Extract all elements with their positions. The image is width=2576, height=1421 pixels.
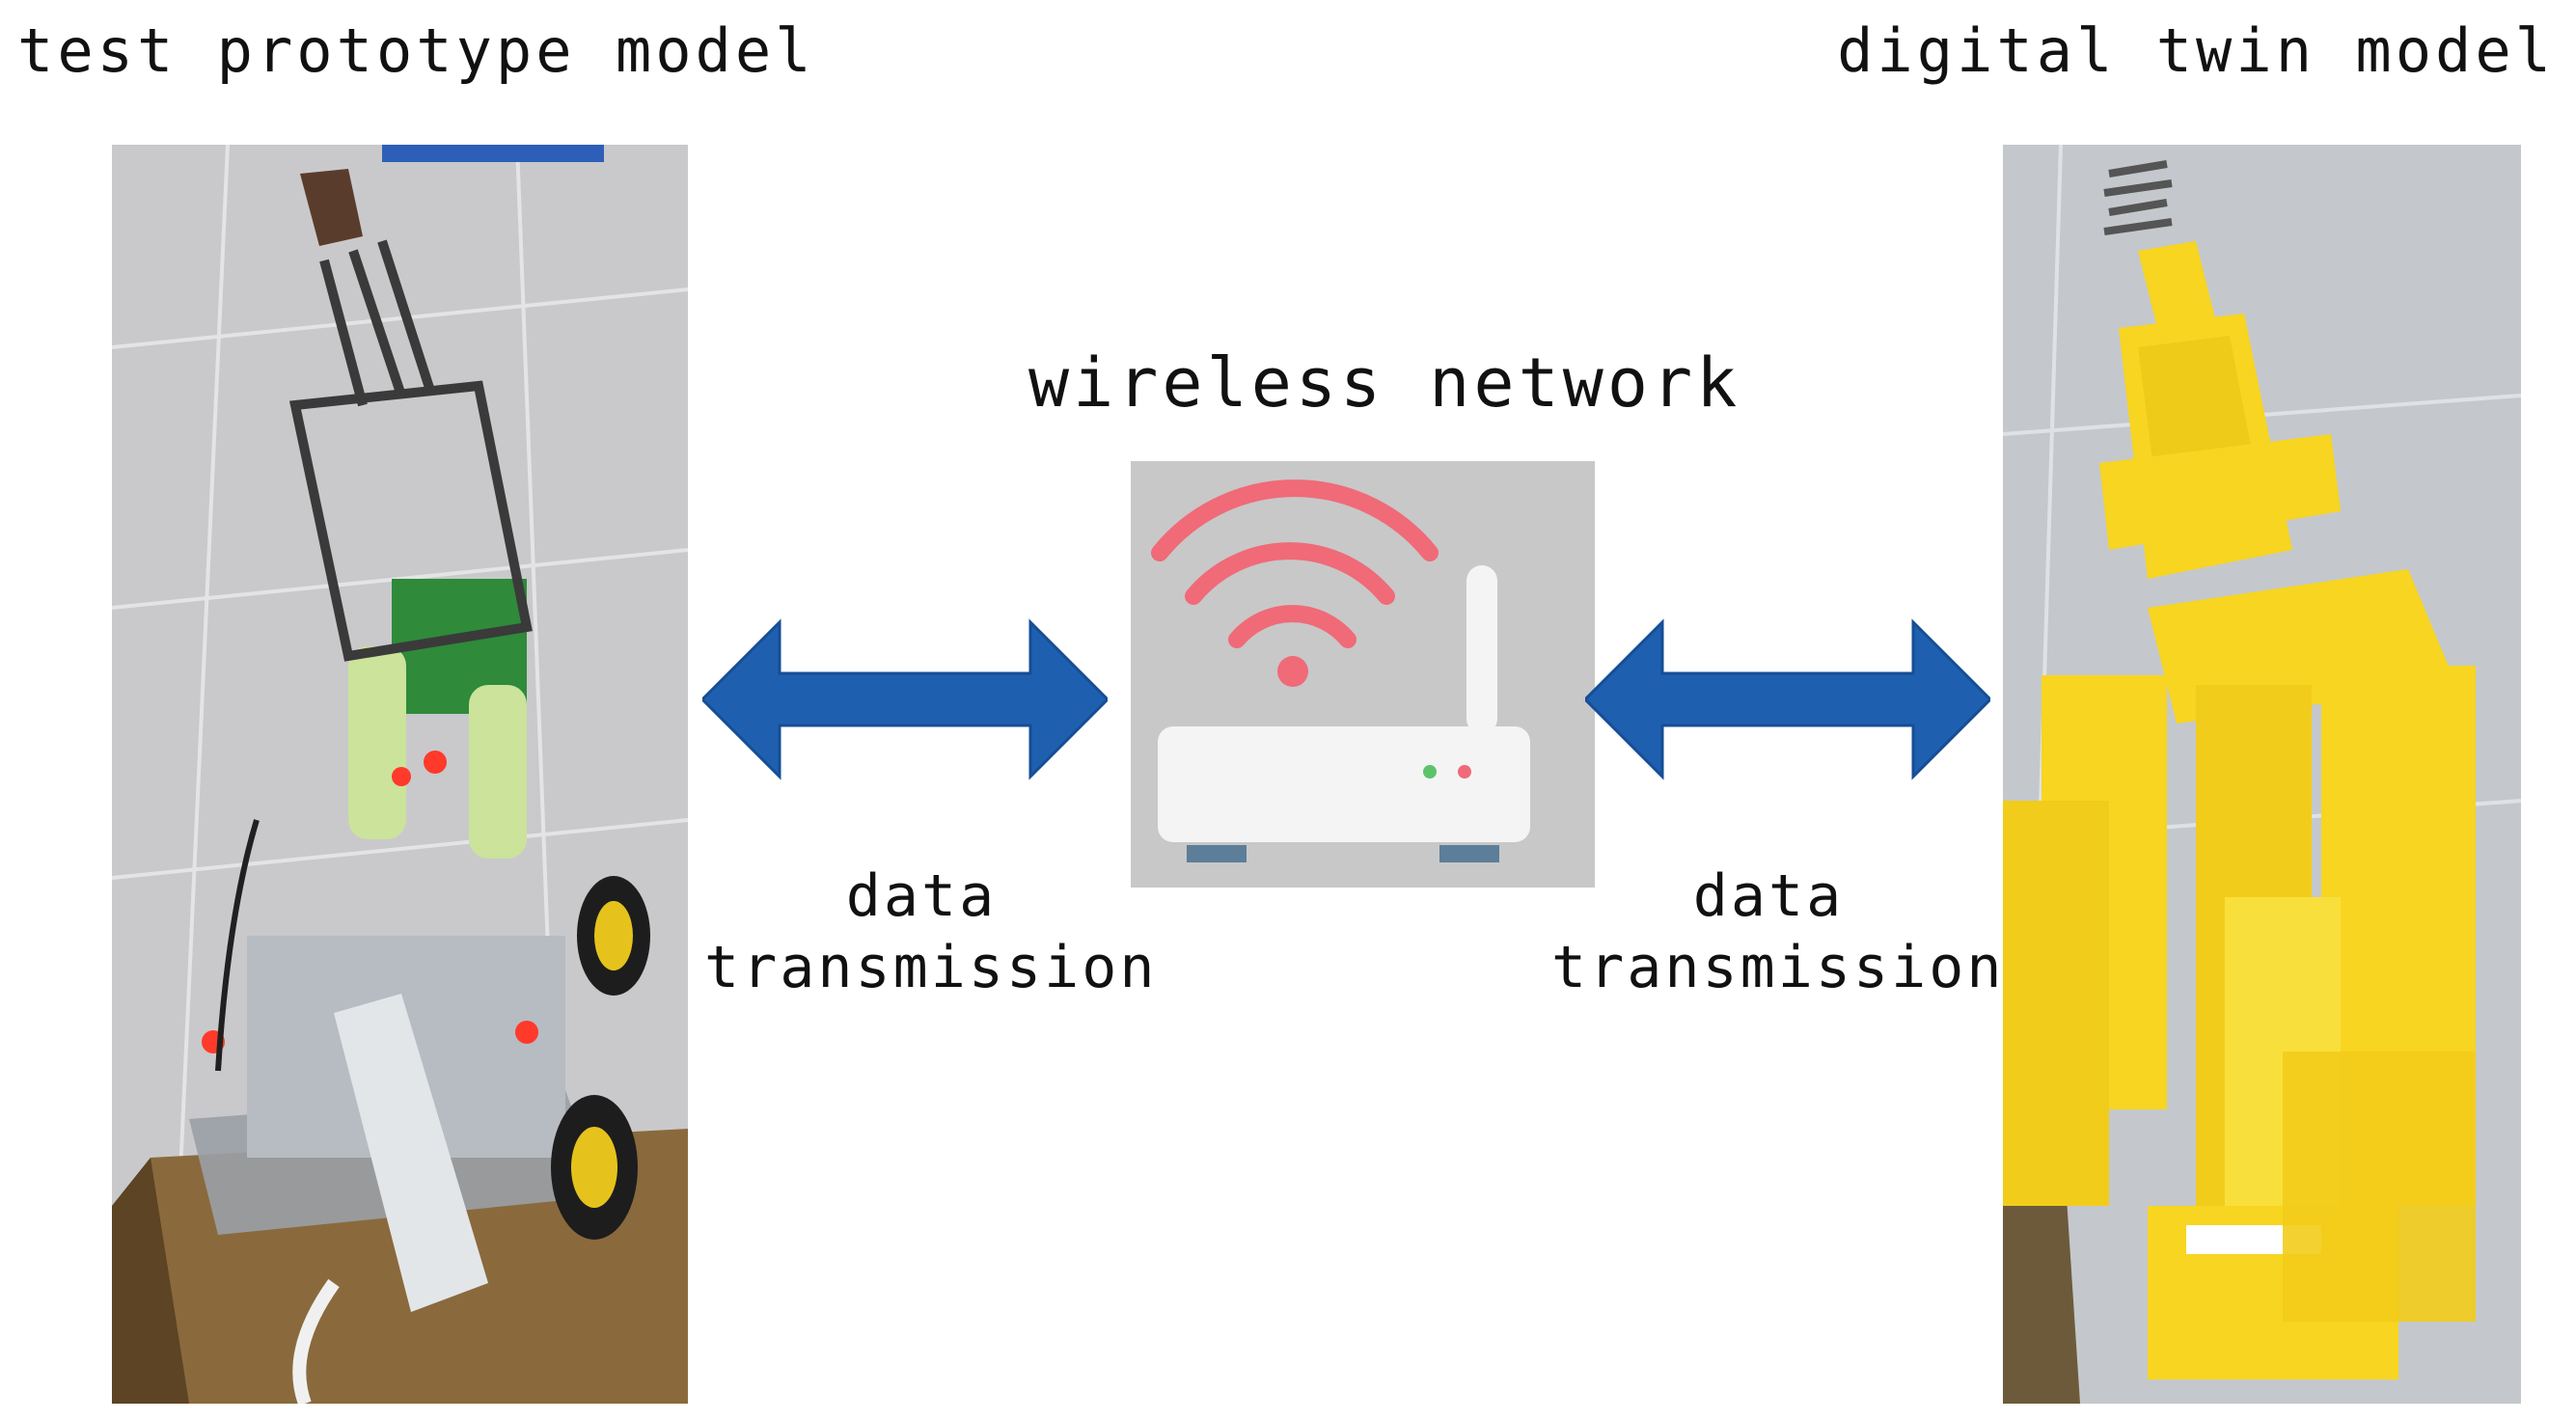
- left-data-transmission-label: data transmission: [704, 861, 1158, 1003]
- right-dt-line1: data: [1692, 862, 1845, 930]
- right-dt-line2: transmission: [1551, 934, 2005, 1001]
- left-dt-line1: data: [845, 862, 998, 930]
- wifi-router-icon: [1131, 461, 1595, 888]
- right-double-arrow-icon: [1585, 617, 1990, 781]
- digital-twin-title: digital twin model: [1837, 15, 2555, 86]
- digital-twin-photo: [2003, 145, 2521, 1404]
- right-data-transmission-label: data transmission: [1551, 861, 2005, 1003]
- left-dt-line2: transmission: [704, 934, 1158, 1001]
- prototype-photo: [112, 145, 688, 1404]
- prototype-title: test prototype model: [17, 15, 815, 86]
- left-double-arrow-icon: [702, 617, 1108, 781]
- wireless-network-title: wireless network: [1028, 343, 1741, 423]
